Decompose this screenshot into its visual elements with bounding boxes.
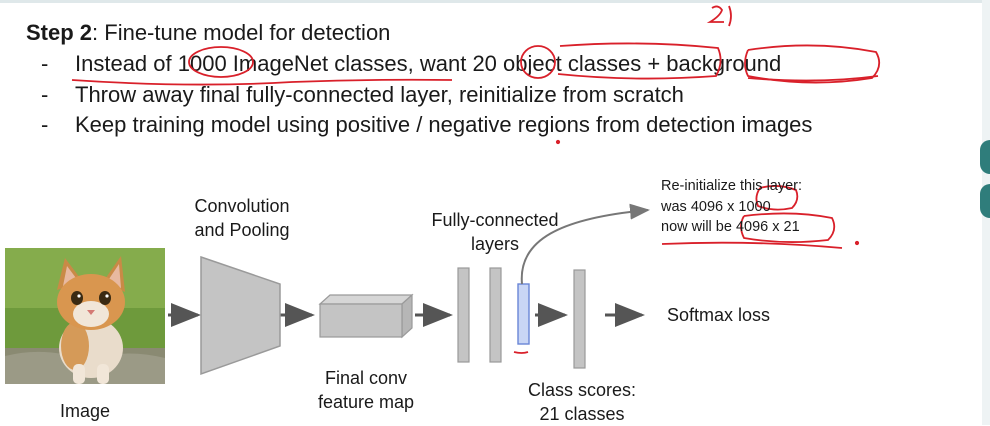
input-image: [5, 248, 165, 384]
fc-label-line1: Fully-connected: [431, 210, 559, 230]
circle-note-21: [740, 212, 836, 243]
scores-label-line2: 21 classes: [539, 404, 625, 424]
step-label: Step 2: [26, 20, 93, 45]
bullet-text: Keep training model using positive / neg…: [75, 112, 813, 137]
conv-label: Convolution and Pooling: [182, 194, 302, 242]
red-annotations: [71, 5, 881, 354]
feature-label-line1: Final conv: [324, 368, 408, 388]
handwritten-two: [706, 5, 724, 23]
tick-mark: [513, 351, 529, 354]
feature-map-top: [318, 294, 414, 305]
fc-label-line2: layers: [470, 234, 519, 254]
bullet-dash: -: [41, 51, 49, 76]
bullet-item: - Throw away final fully-connected layer,…: [41, 82, 684, 108]
fc-layer-2: [489, 267, 502, 363]
bullet-dash: -: [41, 82, 49, 107]
conv-label-line2: and Pooling: [194, 220, 290, 240]
feature-label-line2: feature map: [317, 392, 415, 412]
class-scores-bar: [573, 269, 586, 369]
note-line-3: now will be 4096 x 21: [661, 219, 800, 235]
underline-background: [747, 75, 879, 82]
note-line-2: was 4096 x 1000: [661, 199, 771, 215]
scores-label-line1: Class scores:: [527, 380, 637, 400]
top-border: [0, 0, 990, 3]
handwritten-paren: [728, 5, 732, 27]
fc-layer-1: [457, 267, 470, 363]
circle-note-1000: [755, 185, 799, 211]
side-tab-upper[interactable]: [980, 140, 990, 174]
underline-note: [661, 241, 843, 249]
circle-20: [520, 45, 556, 79]
note-line-1: Re-initialize this layer:: [661, 178, 803, 194]
class-scores-label: Class scores: 21 classes: [512, 378, 652, 426]
side-tab-lower[interactable]: [980, 184, 990, 218]
circle-1000: [188, 46, 254, 78]
fc-layer-final-highlight: [517, 283, 530, 345]
step-title: Step 2: Fine-tune model for detection: [26, 20, 390, 46]
bullet-item: - Keep training model using positive / ne…: [41, 112, 812, 138]
bullet-dash: -: [41, 112, 49, 137]
circle-object-classes: [557, 42, 722, 80]
conv-pooling-block: [200, 255, 281, 376]
fc-label: Fully-connected layers: [420, 208, 570, 256]
bullet-text: Throw away final fully-connected layer, …: [75, 82, 684, 107]
red-dot: [854, 240, 860, 246]
red-dot: [555, 139, 561, 145]
feature-map-label: Final conv feature map: [306, 366, 426, 414]
reinit-pointer-arrow: [520, 203, 650, 285]
image-label: Image: [60, 401, 111, 421]
step-text: : Fine-tune model for detection: [92, 20, 391, 45]
circle-background: [744, 44, 881, 84]
softmax-label: Softmax loss: [667, 305, 771, 325]
kitten-image: [5, 248, 165, 384]
feature-map-front: [319, 303, 403, 338]
underline-instead: [71, 78, 453, 86]
conv-label-line1: Convolution: [194, 196, 290, 216]
